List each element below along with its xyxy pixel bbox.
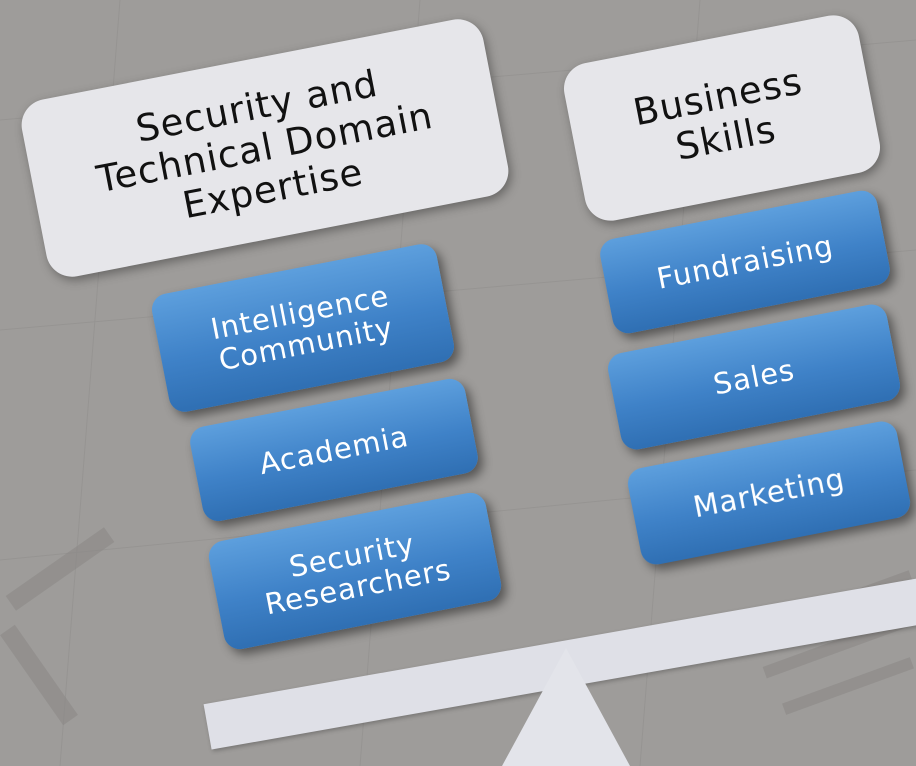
fulcrum-triangle [502,648,630,766]
